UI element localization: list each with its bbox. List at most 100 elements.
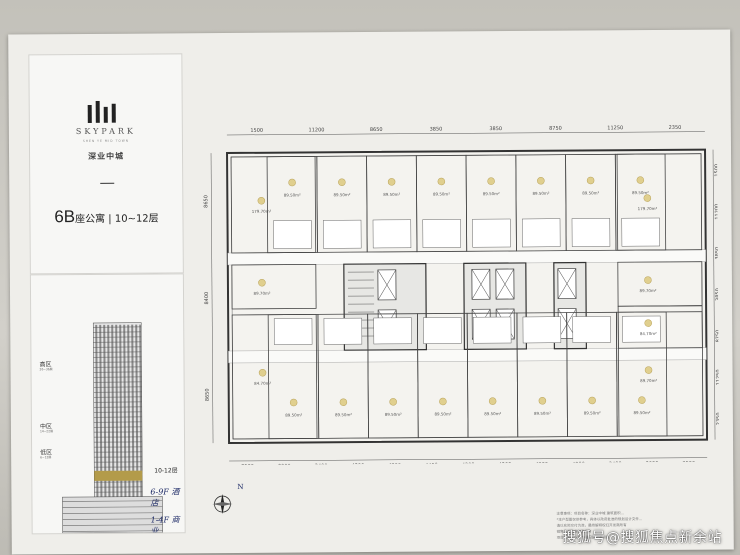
right-dimension-label: 2350 — [716, 412, 719, 425]
building-type: 座公寓 — [75, 213, 106, 226]
right-dimension-label: 11200 — [714, 204, 719, 220]
tower-floor-line — [94, 436, 143, 438]
right-dimension-line — [712, 149, 716, 440]
bathroom — [322, 219, 362, 249]
bathroom — [622, 315, 661, 343]
unit-marker — [588, 396, 596, 405]
left-dimension-label: 8650 — [203, 195, 209, 208]
tower-floor-line — [93, 396, 142, 398]
unit-area: 89.50m² — [333, 192, 350, 197]
unit-area: 89.50m² — [483, 191, 500, 196]
bottom-dimension-label: 4200 — [462, 462, 475, 465]
brand-name-en: SKYPARK — [75, 126, 136, 137]
floor-plan-sheet: SKYPARK SHEN YE MID TOWN 深业中城 6B座公寓 | 10… — [8, 29, 734, 555]
bathroom — [273, 220, 312, 249]
unit-marker — [258, 369, 267, 377]
bottom-dimension-label: 4200 — [352, 463, 365, 465]
unit-area: 89.70m² — [640, 288, 657, 293]
north-compass-icon — [212, 494, 233, 515]
tower-floor-line — [94, 456, 143, 458]
unit-marker — [387, 178, 396, 186]
tower-floor-line — [93, 376, 142, 378]
top-dimension-label: 3850 — [430, 126, 443, 132]
bottom-dimension-label: 2500 — [682, 461, 695, 465]
top-dimension-label: 8750 — [549, 126, 562, 132]
tower-floor-line — [93, 431, 142, 433]
tower-floor-line — [93, 331, 142, 333]
tower-floor-line — [93, 416, 142, 418]
bathroom — [372, 219, 412, 249]
unit-area: 84.70m² — [254, 381, 271, 386]
tower-floor-line — [93, 366, 142, 368]
bathroom — [621, 217, 660, 247]
tower-floor-line — [93, 346, 142, 348]
unit-area: 89.70m² — [254, 291, 271, 296]
unit-area: 89.50m² — [284, 192, 301, 197]
unit-area: 89.50m² — [335, 412, 352, 417]
tower-floor-line — [93, 356, 142, 358]
elevator-cross — [471, 269, 491, 300]
bathroom — [472, 316, 512, 344]
bathroom — [572, 316, 611, 343]
unit-marker — [537, 177, 545, 185]
unit-marker — [586, 176, 595, 185]
top-dimension-label: 3850 — [489, 126, 502, 132]
bottom-dimension-label: 3400 — [315, 463, 328, 465]
unit-area: 89.50m² — [434, 411, 451, 416]
zone-mid-range: 14~22层 — [39, 429, 54, 434]
floor-range: 10~12层 — [114, 213, 159, 225]
bathroom — [273, 318, 313, 345]
side-unit — [617, 311, 704, 437]
side-unit — [230, 155, 317, 254]
unit-area: 84.70m² — [640, 331, 657, 336]
side-unit — [231, 263, 317, 310]
unit-area: 179.70m² — [252, 209, 272, 214]
bathroom — [373, 317, 412, 345]
tower-floor-line — [94, 446, 143, 448]
top-dimension-label: 2350 — [669, 125, 682, 131]
unit-marker — [339, 398, 348, 406]
tower-floor-line — [93, 361, 142, 363]
unit-area: 89.50m² — [532, 191, 549, 196]
tower-floor-line — [94, 441, 143, 443]
zone-high-range: 26~36层 — [39, 367, 53, 372]
unit-marker — [389, 398, 397, 406]
unit-area: 89.50m² — [632, 190, 649, 195]
unit-marker — [258, 279, 266, 287]
unit-area: 89.50m² — [285, 412, 302, 417]
podium-line — [62, 500, 163, 502]
podium-line — [62, 506, 163, 508]
unit-marker — [288, 178, 296, 187]
left-dimension-line — [210, 153, 214, 444]
right-dimension-label: 3850 — [715, 288, 719, 301]
right-dimension-label: 1500 — [714, 164, 719, 177]
bathroom — [571, 218, 611, 247]
tower-floor-line — [93, 406, 142, 408]
bathroom — [422, 219, 461, 248]
unit-area: 89.50m² — [385, 412, 402, 417]
unit-area: 89.50m² — [633, 410, 650, 415]
top-dimension-label: 1500 — [250, 128, 263, 134]
tower-floor-line — [93, 421, 142, 423]
handwritten-note-retail: 1-4F 商业 — [150, 515, 180, 535]
unit-marker — [644, 276, 652, 284]
unit-area: 89.50m² — [433, 191, 450, 196]
bottom-dimension-line — [229, 457, 708, 462]
top-dimension-line — [226, 131, 705, 136]
bathroom — [423, 317, 462, 344]
unit-marker — [643, 194, 652, 202]
unit-marker — [488, 397, 497, 405]
unit-marker — [439, 397, 447, 406]
podium-line — [62, 518, 163, 520]
zone-low-range: 6~12层 — [40, 455, 52, 460]
unit-area: 89.50m² — [582, 190, 599, 195]
left-dimension-label: 8650 — [205, 388, 211, 401]
tower-floor-line — [93, 341, 142, 343]
left-dimension-label: 8400 — [204, 292, 210, 305]
tower-elevation-drawing — [62, 322, 163, 534]
tower-floor-line — [93, 381, 142, 383]
building-number: 6B — [54, 207, 76, 227]
brand-name-cn: 深业中城 — [88, 151, 125, 161]
top-dimension-label: 11250 — [607, 125, 623, 131]
unit-marker — [644, 319, 652, 327]
